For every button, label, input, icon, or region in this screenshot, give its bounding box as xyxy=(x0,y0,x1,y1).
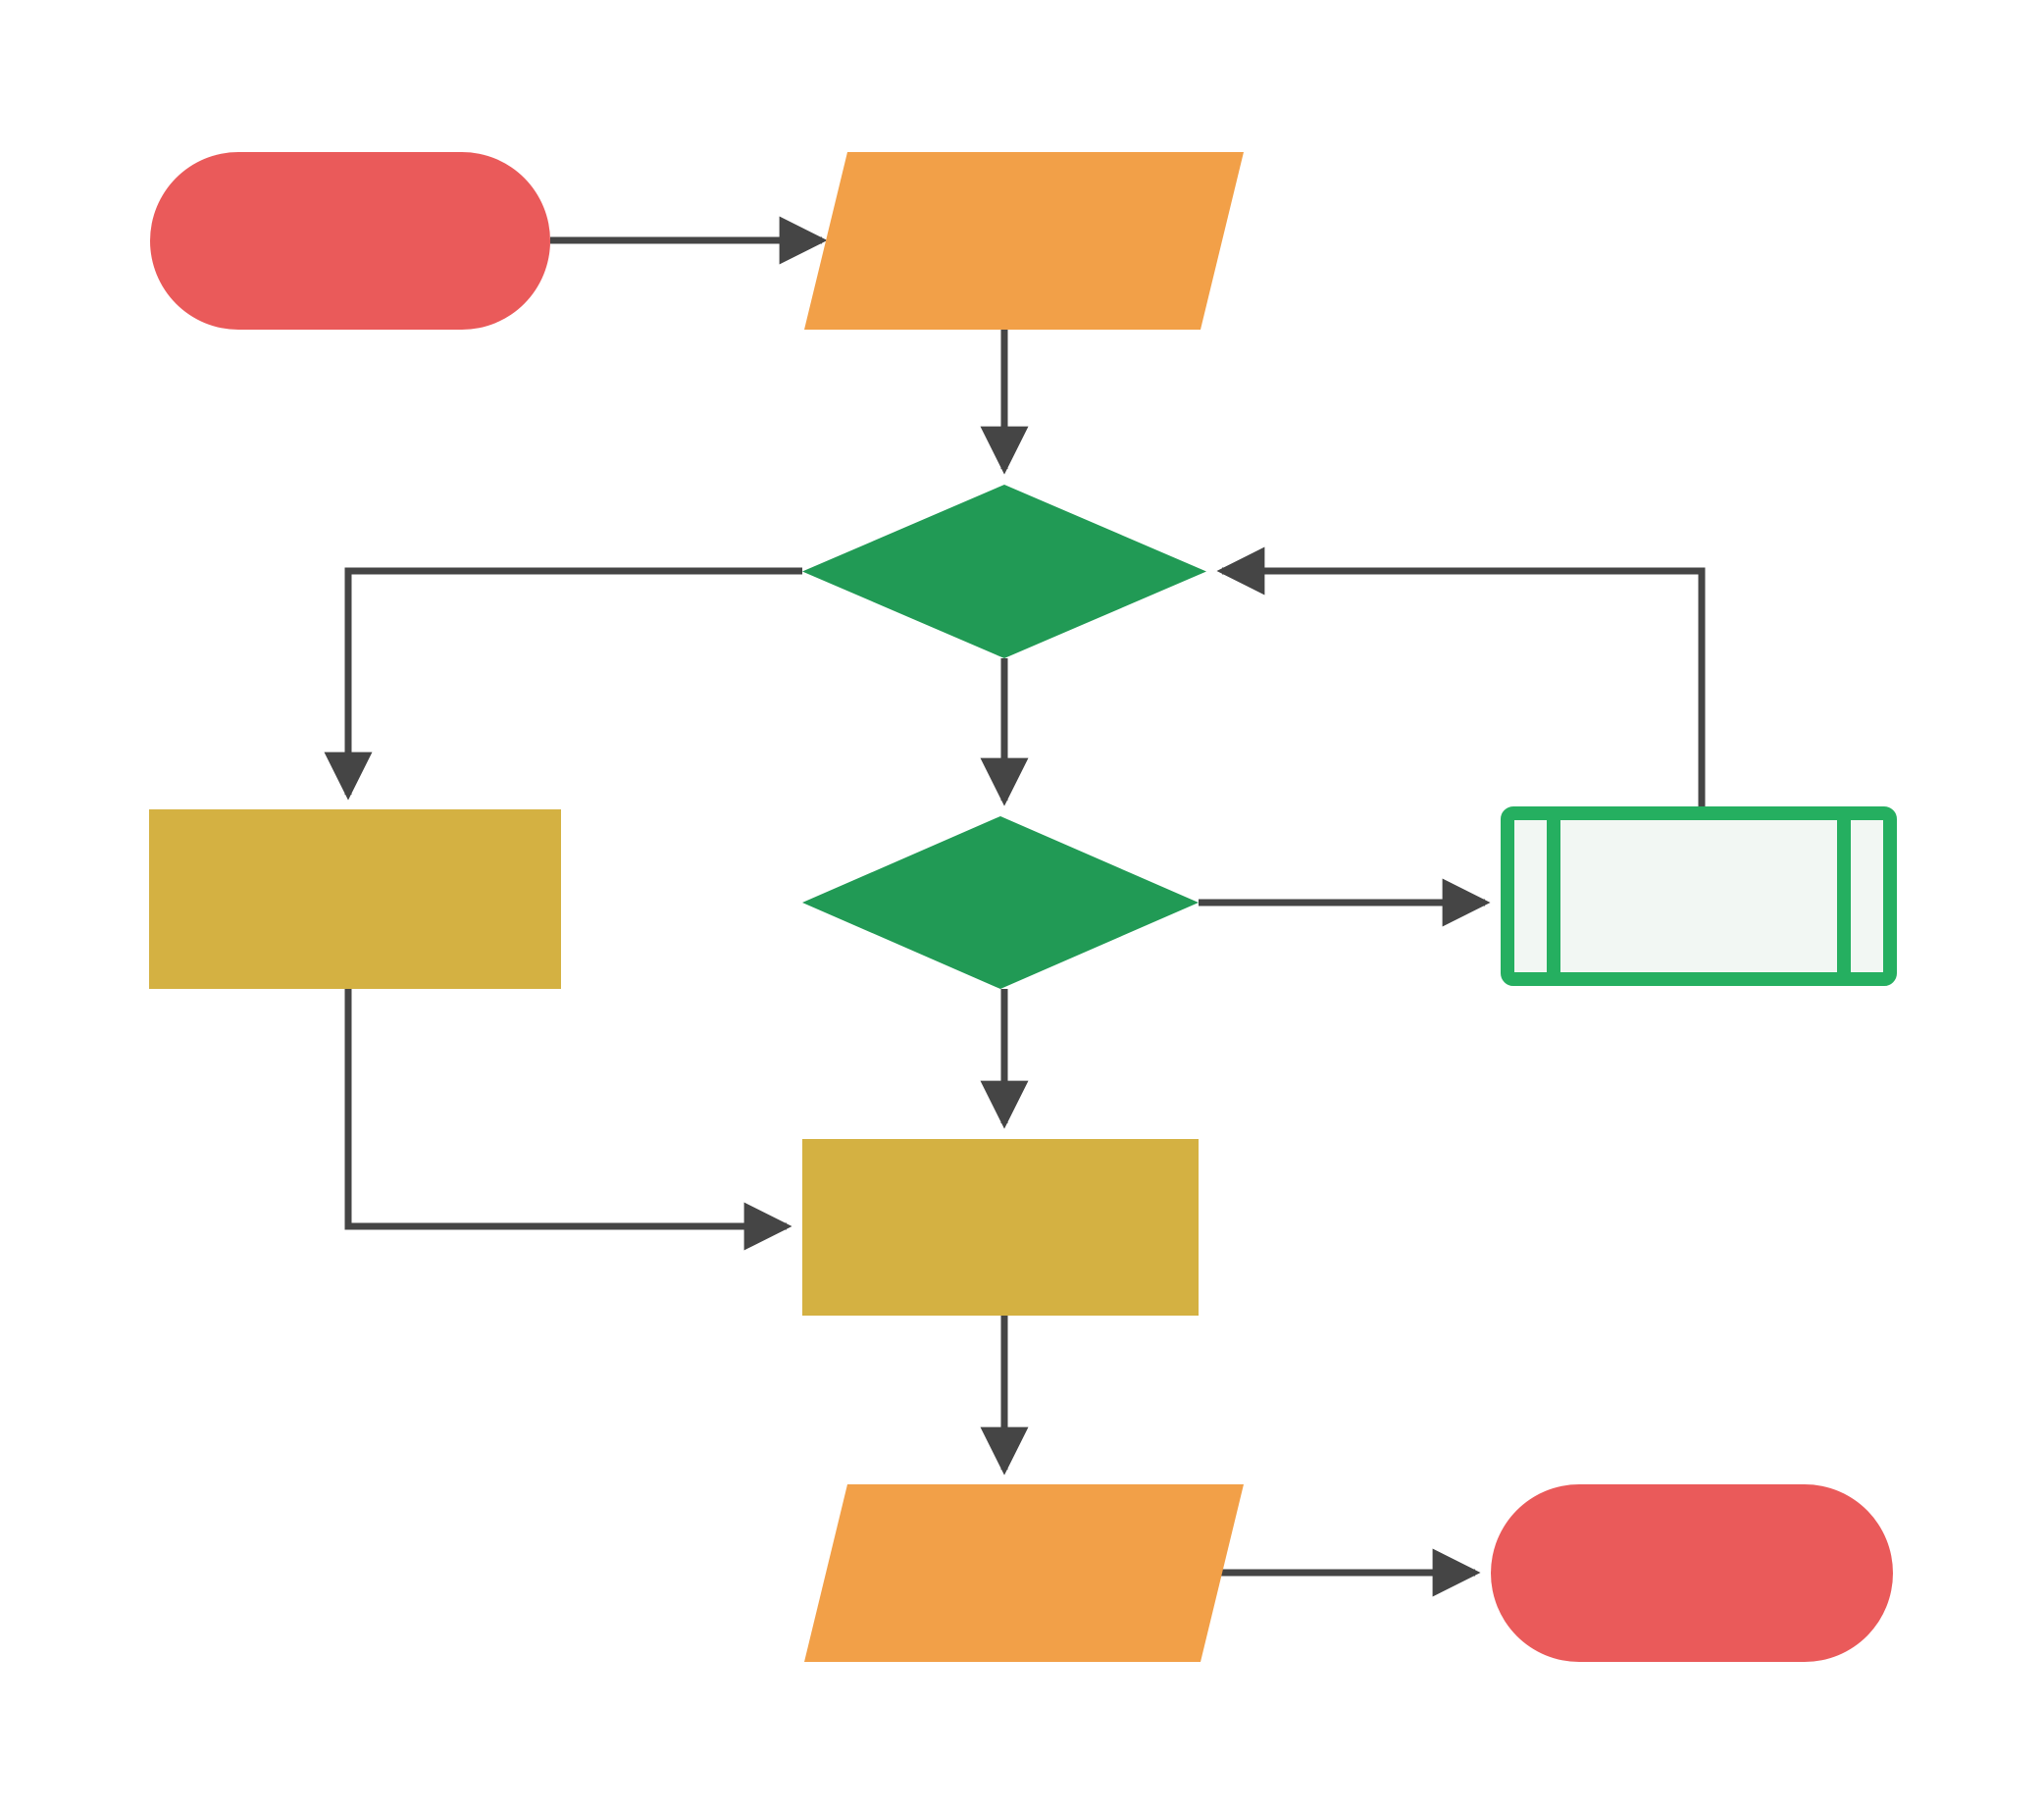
decision-shape xyxy=(802,816,1199,989)
process-shape xyxy=(149,809,561,989)
edge-decision-top-to-process-left xyxy=(324,567,802,801)
io-shape xyxy=(804,1484,1244,1662)
node-subroutine[interactable] xyxy=(1501,806,1897,986)
edge-subroutine-to-decision-top xyxy=(1216,546,1706,806)
node-process-main[interactable] xyxy=(802,1139,1199,1316)
io-shape xyxy=(804,152,1244,330)
node-process-left[interactable] xyxy=(149,809,561,989)
terminator-shape xyxy=(1491,1484,1893,1662)
terminator-shape xyxy=(150,152,550,330)
decision-shape xyxy=(802,485,1206,658)
node-decision-top[interactable] xyxy=(802,485,1206,658)
node-input[interactable] xyxy=(804,152,1244,330)
subroutine-outline xyxy=(1501,806,1897,986)
process-shape xyxy=(802,1139,1199,1316)
node-output[interactable] xyxy=(804,1484,1244,1662)
node-decision-mid[interactable] xyxy=(802,816,1199,989)
node-end[interactable] xyxy=(1491,1484,1893,1662)
edges-layer xyxy=(324,216,1706,1597)
node-start[interactable] xyxy=(150,152,550,330)
nodes-layer xyxy=(149,152,1897,1662)
edge-process-left-to-process-main xyxy=(344,989,792,1251)
